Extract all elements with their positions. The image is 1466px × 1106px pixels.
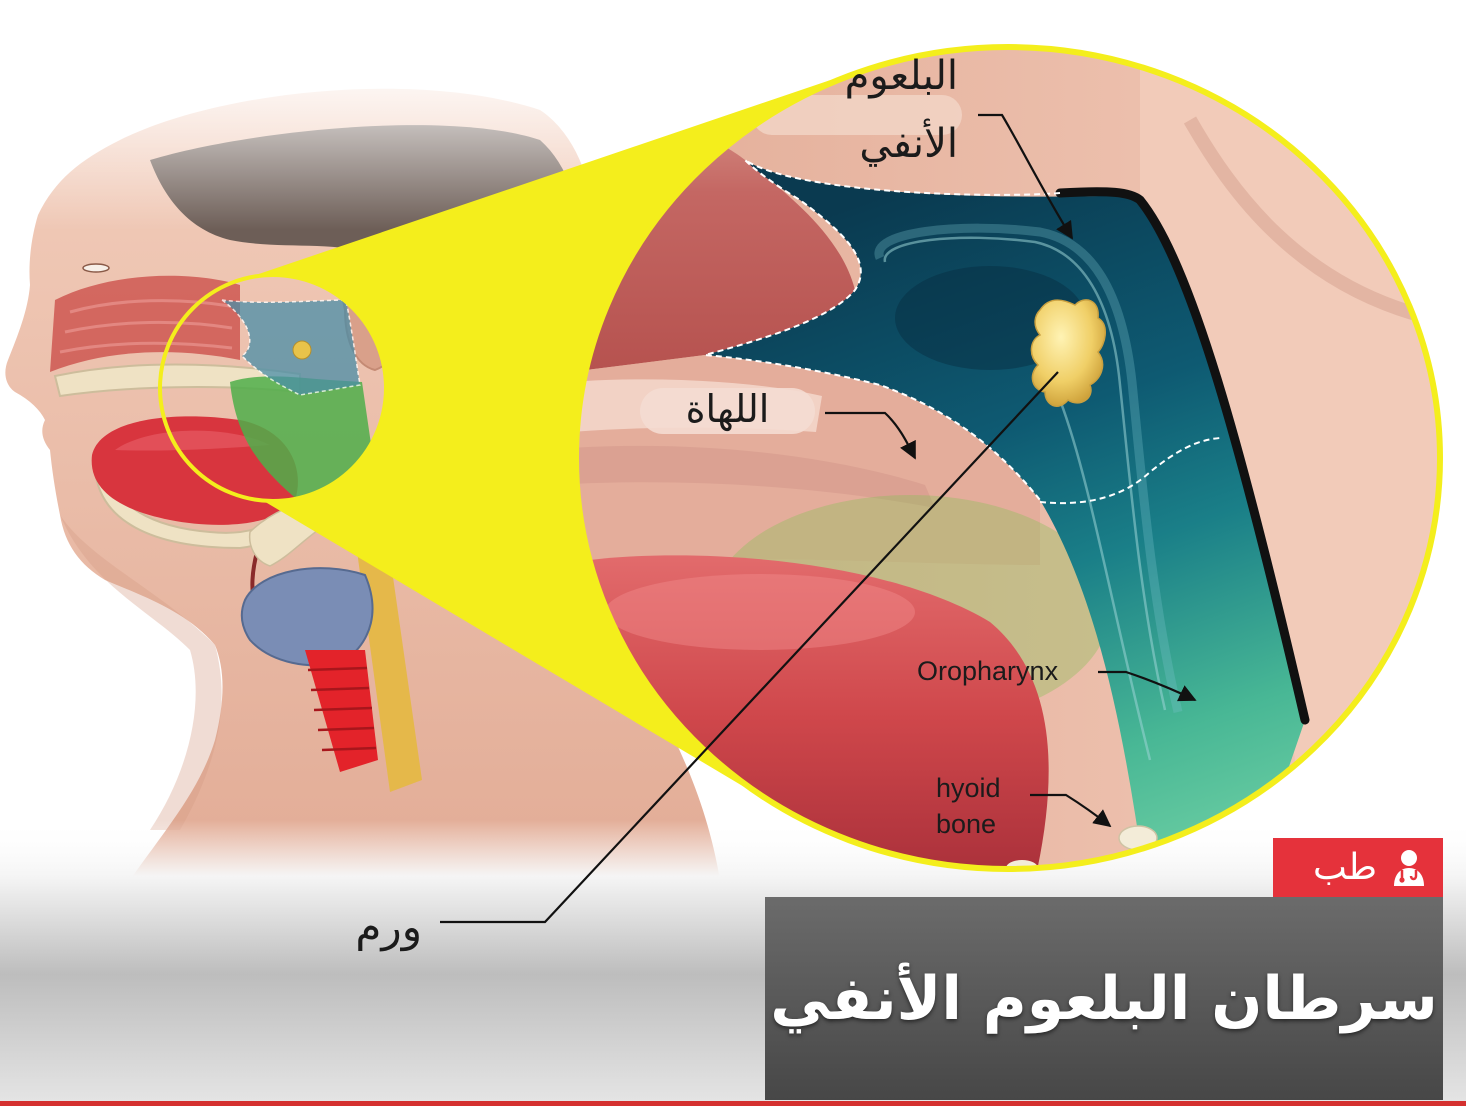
category-label: طب <box>1313 848 1377 888</box>
bottom-rule <box>0 1101 1466 1106</box>
label-nasopharynx-line2: الأنفي <box>859 120 958 168</box>
label-hyoid-line1: hyoid <box>936 772 1001 804</box>
label-tumor: ورم <box>355 902 422 952</box>
label-hyoid-line2: bone <box>936 808 996 840</box>
page-title: سرطان البلعوم الأنفي <box>770 964 1438 1034</box>
label-uvula: اللهاة <box>640 386 815 432</box>
title-banner: سرطان البلعوم الأنفي <box>765 897 1443 1100</box>
label-nasopharynx-line1: البلعوم <box>845 52 958 100</box>
tumor-small <box>293 341 311 359</box>
tongue-enlarged-highlight <box>605 574 915 650</box>
eye <box>83 264 109 272</box>
doctor-icon <box>1389 848 1429 888</box>
label-oropharynx: Oropharynx <box>917 655 1058 687</box>
category-badge[interactable]: طب <box>1273 838 1443 897</box>
